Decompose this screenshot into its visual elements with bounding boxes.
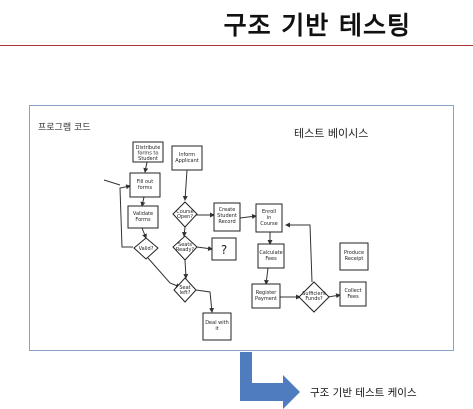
n11-line2: Funds? — [305, 296, 323, 302]
node-validate-forms — [127, 205, 159, 229]
n1-line3: Student — [138, 156, 158, 162]
n12-line1: Collect — [344, 288, 361, 294]
node-produce-receipt — [339, 242, 369, 271]
node-valid-decision — [133, 237, 159, 260]
node-distribute-forms — [132, 141, 164, 163]
n2-line1: Fill out — [137, 179, 153, 185]
n3-line1: Validate — [133, 211, 153, 217]
node-deal-with-it — [202, 312, 232, 341]
n16-line1: Deal with — [205, 320, 229, 326]
question-mark: ? — [221, 243, 227, 257]
node-seat-left-decision — [173, 277, 197, 303]
n13-line2: Receipt — [345, 256, 364, 262]
n8-line1: Enroll — [262, 209, 276, 215]
node-inform-applicant — [171, 145, 203, 171]
n9-line2: Fees — [265, 256, 277, 262]
node-sufficient-funds-decision — [298, 281, 330, 313]
node-course-open-decision — [172, 201, 198, 228]
node-fill-out-forms — [129, 172, 161, 198]
result-label: 구조 기반 테스트 케이스 — [310, 387, 417, 399]
n16-line2: it — [215, 326, 218, 332]
n8-line3: Course — [260, 221, 277, 227]
n6-line1: Course — [176, 209, 193, 215]
title-rule — [0, 45, 473, 46]
n5-line1: Inform — [179, 152, 195, 158]
slide-title: 구조 기반 테스팅 — [223, 11, 411, 40]
node-calculate-fees — [257, 243, 285, 269]
result-arrow — [240, 352, 300, 409]
n12-line2: Fees — [347, 294, 359, 300]
n6-line2: Open? — [177, 214, 193, 220]
n9-line1: Calculate — [259, 250, 282, 256]
node-seats-ready-decision — [172, 235, 198, 261]
program-code-label: 프로그램 코드 — [38, 123, 91, 133]
n3-line2: Forms — [135, 217, 151, 223]
n11-line1: Sufficient — [302, 291, 326, 297]
n5-line2: Applicant — [175, 158, 199, 164]
n2-line2: forms — [138, 185, 153, 191]
n7-line3: Record — [218, 219, 235, 225]
n7-line2: Student — [217, 213, 237, 219]
n1-line1: Distribute — [136, 145, 161, 151]
node-question — [211, 237, 237, 261]
test-basis-label: 테스트 베이시스 — [294, 127, 369, 140]
n14-line2: Ready? — [176, 247, 195, 253]
diagram-frame — [29, 105, 454, 351]
n15-line1: Seat — [179, 285, 190, 291]
node-register-payment — [251, 283, 281, 309]
n7-line1: Create — [219, 207, 236, 213]
n8-line2: in — [267, 215, 272, 221]
node-enroll-course — [255, 203, 283, 233]
n10-line1: Register — [256, 290, 278, 296]
node-create-record — [213, 202, 241, 232]
n10-line2: Payment — [255, 296, 277, 302]
node-collect-fees — [339, 281, 367, 307]
flow-connectors — [103, 161, 355, 313]
n15-line2: left? — [180, 290, 191, 296]
n1-line2: forms to — [138, 151, 159, 157]
n4-text: Valid? — [139, 246, 154, 252]
n13-line1: Produce — [344, 250, 364, 256]
n14-line1: Seats — [178, 242, 192, 248]
